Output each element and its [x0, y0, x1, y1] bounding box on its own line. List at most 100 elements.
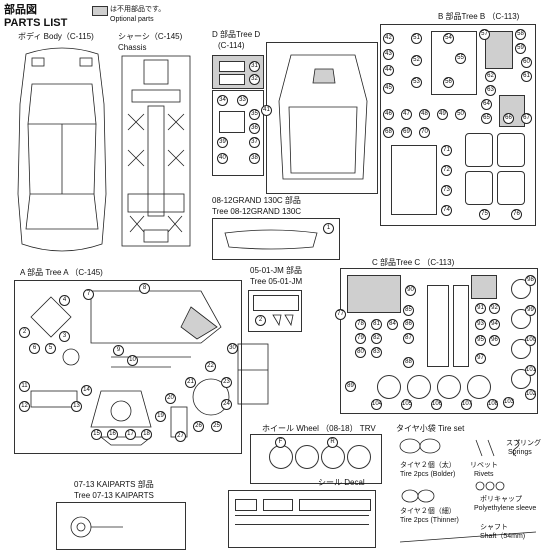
c-optional-part: [471, 275, 497, 299]
part-number: 22: [205, 361, 216, 372]
window-part-1: [219, 61, 245, 72]
c-wheel-1: [377, 375, 401, 399]
tree-b-label: B 部品Tree B （C-113): [438, 12, 520, 21]
part-number: 54: [443, 33, 454, 44]
part-number: 9: [113, 345, 124, 356]
wheel-tree-frame: F R: [250, 434, 382, 484]
part-number: 14: [81, 385, 92, 396]
part-number: 13: [71, 401, 82, 412]
part-number: 86: [403, 319, 414, 330]
c-side-part-2: [453, 285, 469, 367]
tire-set-drawing: [399, 438, 537, 543]
part-number: 34: [217, 95, 228, 106]
wheel-f-1: [269, 445, 293, 469]
part-number: 11: [19, 381, 30, 392]
tree-d-windshield-frame: 41: [261, 42, 378, 194]
c-optional-hood: [347, 275, 401, 313]
part-number: 73: [441, 185, 452, 196]
part-number: 94: [489, 319, 500, 330]
part-number: 39: [217, 137, 228, 148]
part-number: 67: [521, 113, 532, 124]
part-number: 27: [175, 431, 186, 442]
part-number: 50: [455, 109, 466, 120]
decal-item: [235, 499, 257, 511]
c-side-part: [427, 285, 449, 367]
part-number: 79: [355, 333, 366, 344]
b-optional-part: [485, 31, 513, 69]
part-number: 83: [371, 347, 382, 358]
part-number: 59: [515, 43, 526, 54]
part-number: 76: [511, 209, 522, 220]
part-number: 33: [237, 95, 248, 106]
part-number: 87: [403, 333, 414, 344]
tree-a-suspension-drawing: [30, 290, 230, 446]
jm-part-strip: [253, 295, 299, 311]
tree-d-label: D 部品Tree D: [212, 30, 261, 39]
part-number: 51: [411, 33, 422, 44]
kaiparts-drawing: [70, 516, 123, 538]
part-number: 60: [521, 57, 532, 68]
tire-thin-en: Tire 2pcs (Thinner): [400, 517, 459, 524]
jm-label-jp: 05-01-JM 部品: [250, 266, 303, 275]
part-number: 103: [503, 397, 514, 408]
part-number: 107: [461, 399, 472, 410]
part-number: 95: [475, 335, 486, 346]
springs-jp: スプリング: [506, 440, 541, 447]
part-number: 25: [211, 421, 222, 432]
part-number: 3: [59, 331, 70, 342]
part-number: 71: [441, 145, 452, 156]
part-number: 24: [221, 399, 232, 410]
part-number: 74: [441, 205, 452, 216]
part-number: 68: [383, 127, 394, 138]
rivets-en: Rivets: [474, 471, 494, 478]
part-number: 16: [107, 429, 118, 440]
wheel-r-1: [321, 445, 345, 469]
part-number: 31: [249, 61, 260, 72]
c-tire-1: [511, 279, 531, 299]
part-number: 62: [485, 71, 496, 82]
decal-label: シール Decal: [318, 478, 365, 487]
wheel-label: ホイール Wheel （08-18） TRV: [262, 424, 376, 433]
decal-strip: [235, 515, 369, 525]
tree-d-window-parts: 31 32: [212, 55, 264, 89]
part-number: 21: [185, 377, 196, 388]
part-number: 63: [485, 85, 496, 96]
part-number: 56: [443, 77, 454, 88]
part-number: 90: [405, 285, 416, 296]
part-number: 49: [437, 109, 448, 120]
chassis-label-jp: シャーシ（C-145): [118, 32, 183, 41]
c-wheel-2: [407, 375, 431, 399]
part-number: 41: [261, 105, 272, 116]
part-number: 108: [487, 399, 498, 410]
part-number: 1: [323, 223, 334, 234]
part-number: 57: [479, 29, 490, 40]
part-number: 12: [19, 401, 30, 412]
part-number: 81: [371, 319, 382, 330]
jm-label-en: Tree 05-01-JM: [250, 277, 303, 286]
tire-fat-en: Tire 2pcs (Bolder): [400, 471, 456, 478]
part-number: 89: [345, 381, 356, 392]
part-number: 52: [411, 55, 422, 66]
c-wheel-3: [437, 375, 461, 399]
part-number: 55: [455, 53, 466, 64]
part-number: 100: [525, 335, 536, 346]
part-number: 26: [193, 421, 204, 432]
windshield-drawing: [278, 54, 368, 180]
body-shell-drawing: [17, 47, 107, 252]
part-number: 75: [479, 209, 490, 220]
shaft-jp: シャフト: [480, 524, 508, 531]
part-number: 65: [481, 113, 492, 124]
optional-legend-swatch: [92, 6, 108, 16]
jm-tree-frame: 2: [248, 290, 302, 332]
c-tire-4: [511, 369, 531, 389]
part-number: 58: [515, 29, 526, 40]
part-number: 20: [165, 393, 176, 404]
part-number: 106: [431, 399, 442, 410]
part-number: 78: [355, 319, 366, 330]
part-number: 40: [217, 153, 228, 164]
b-seat-rear-right: [497, 171, 525, 205]
part-number: 32: [249, 74, 260, 85]
jm-mirror-drawing: [272, 314, 294, 327]
c-tire-3: [511, 339, 531, 359]
part-number: 84: [387, 319, 398, 330]
